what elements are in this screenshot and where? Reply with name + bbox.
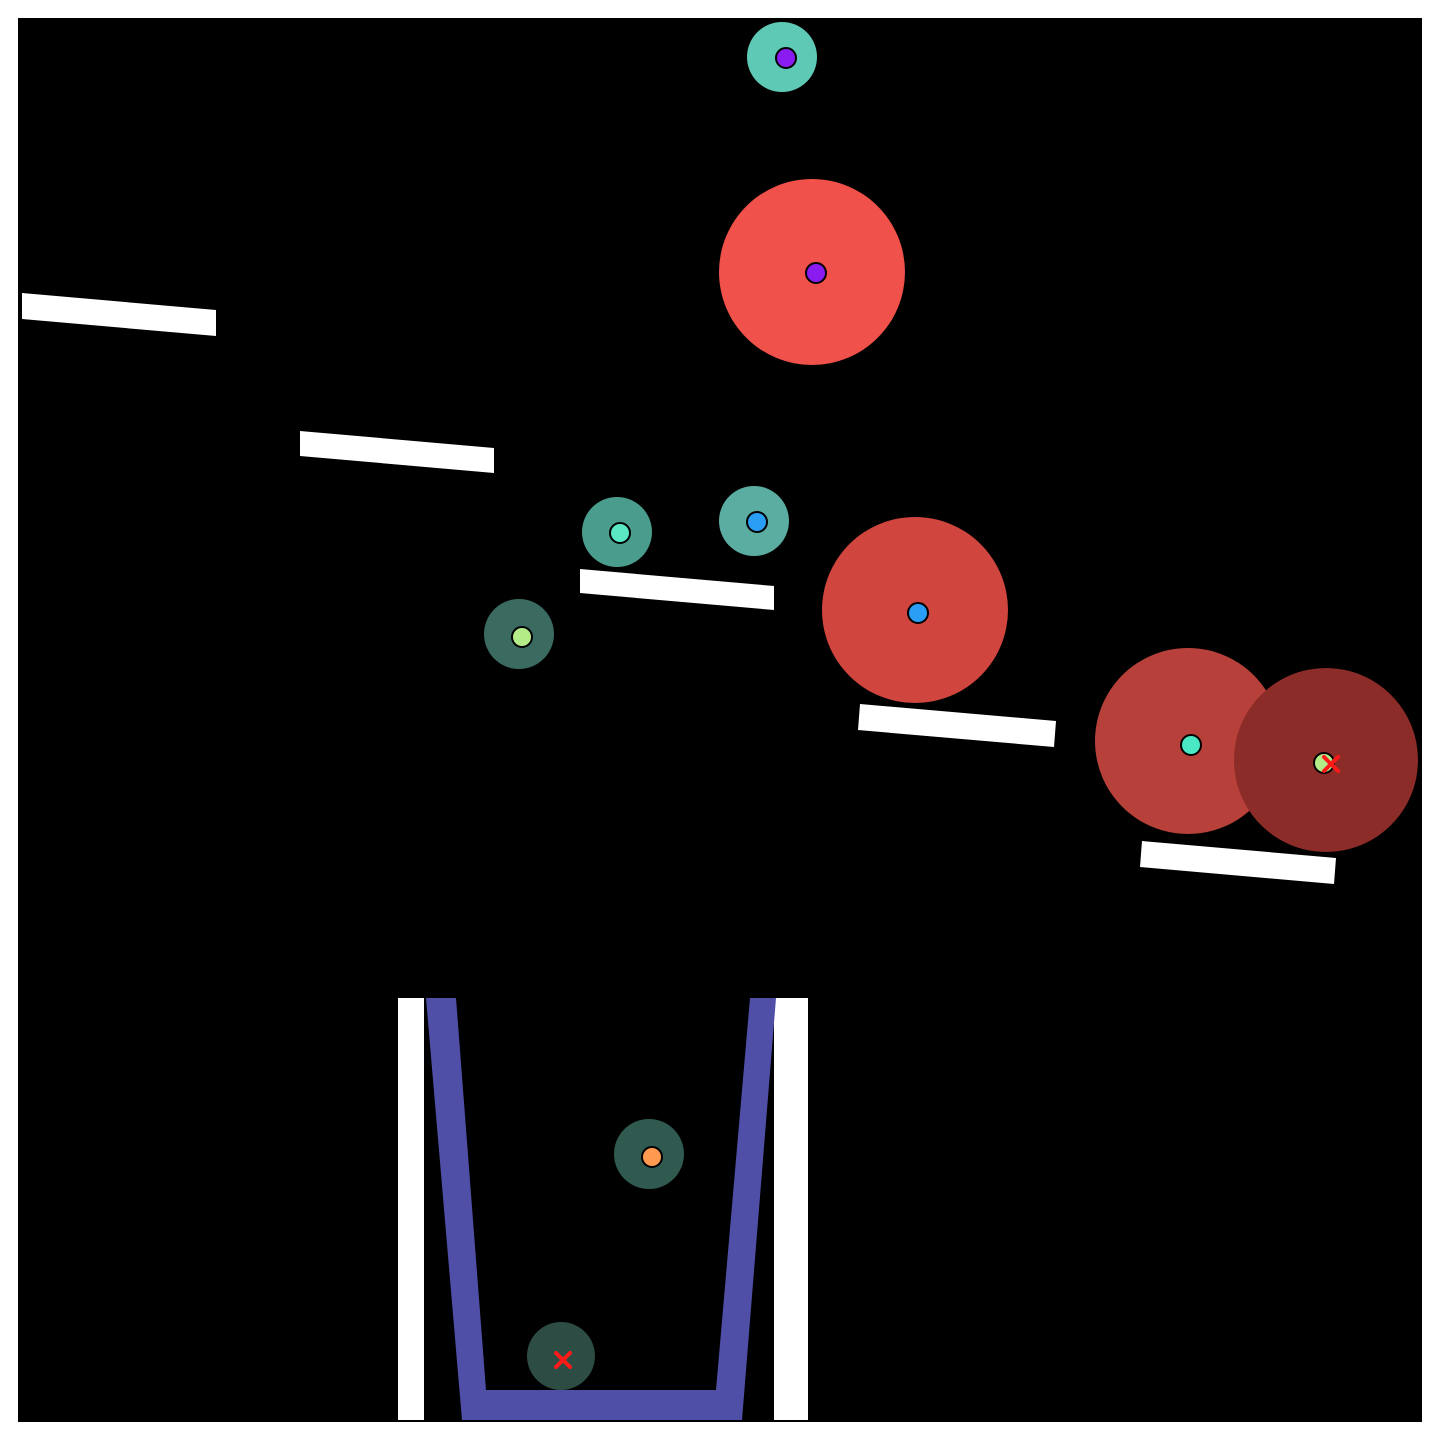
cup-left-wall xyxy=(398,998,424,1420)
ball-center-dot xyxy=(746,511,768,533)
ball-center-dot xyxy=(609,522,631,544)
physics-scene[interactable] xyxy=(20,20,1420,1420)
ball-center-dot xyxy=(907,602,929,624)
cross-icon xyxy=(554,1351,572,1369)
goal-cup xyxy=(398,998,808,1420)
ball-center-dot xyxy=(1180,734,1202,756)
ball-in-cup-upper[interactable] xyxy=(614,1119,684,1189)
ball-teal-right[interactable] xyxy=(719,486,789,556)
platform-1 xyxy=(22,293,216,336)
ball-in-cup-goal[interactable] xyxy=(527,1322,595,1390)
ball-large-red-top[interactable] xyxy=(719,179,905,365)
ball-center-dot xyxy=(511,626,533,648)
platforms xyxy=(22,293,1336,884)
ball-teal-left[interactable] xyxy=(582,497,652,567)
platform-4 xyxy=(858,704,1056,747)
ball-center-dot xyxy=(805,262,827,284)
ball-layer xyxy=(484,22,1418,1390)
ball-dark-green-mid[interactable] xyxy=(484,599,554,669)
cross-icon xyxy=(1322,755,1340,773)
game-canvas-frame xyxy=(18,18,1422,1422)
ball-top-teal[interactable] xyxy=(747,22,817,92)
ball-large-red-mid[interactable] xyxy=(822,517,1008,703)
ball-center-dot xyxy=(641,1146,663,1168)
cup-right-wall xyxy=(774,998,808,1420)
ball-large-dark-red-goal[interactable] xyxy=(1234,668,1418,852)
platform-5 xyxy=(1140,841,1336,884)
ball-center-dot xyxy=(775,47,797,69)
platform-2 xyxy=(300,431,494,473)
cup-liner xyxy=(426,998,776,1420)
platform-3 xyxy=(580,569,774,610)
ball-large-red-right[interactable] xyxy=(1095,648,1281,834)
